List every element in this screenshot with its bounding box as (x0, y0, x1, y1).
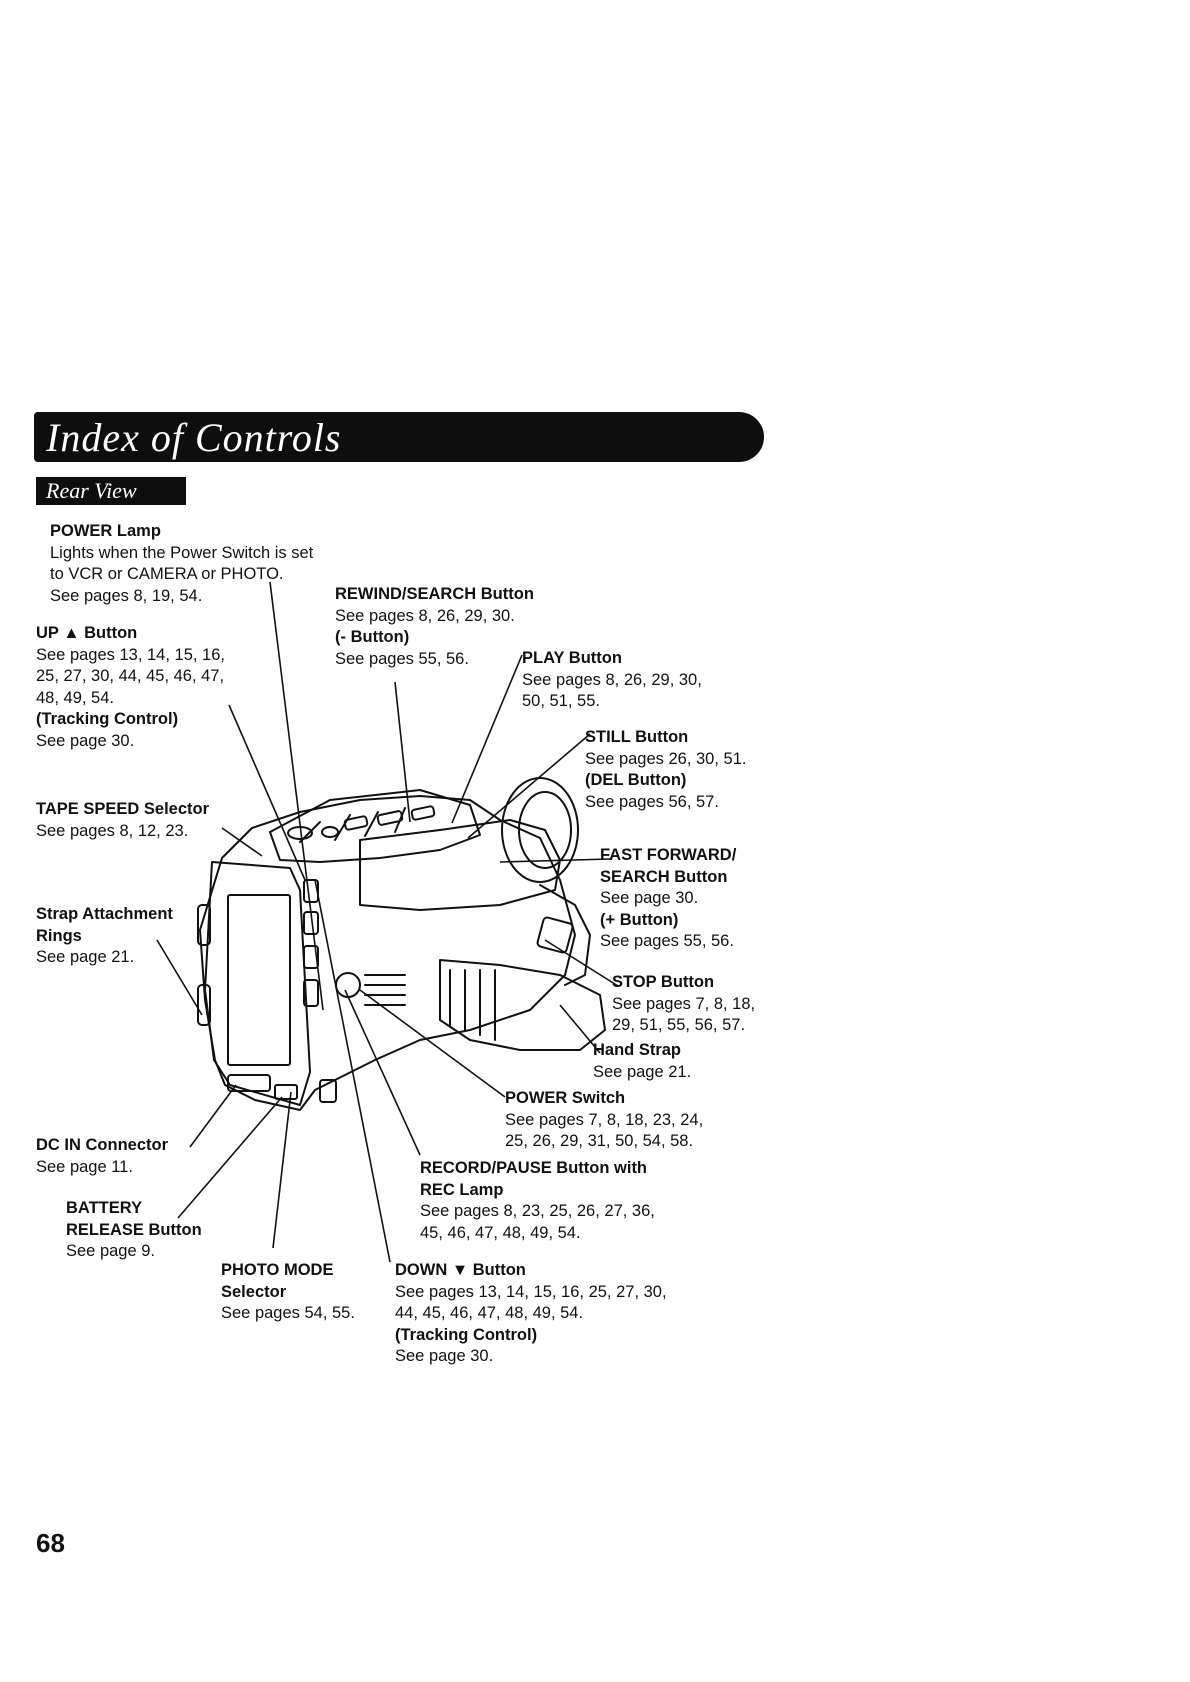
leader-lines (156, 581, 619, 1263)
play-key (376, 810, 404, 826)
callout-dc-in: DC IN Connector See page 11. (36, 1136, 168, 1176)
strap-ring-upper (197, 904, 211, 946)
top-deck (269, 789, 481, 863)
callout-power-switch: POWER Switch See pages 7, 8, 18, 23, 24,… (505, 1089, 704, 1150)
page-title: Index of Controls (46, 415, 342, 460)
camcorder-body (199, 795, 576, 1111)
callout-strap-rings: Strap Attachment Rings See page 21. (36, 905, 173, 966)
hand-strap (439, 959, 606, 1051)
strap-ring-lower (197, 984, 211, 1026)
callout-photo-mode: PHOTO MODE Selector See pages 54, 55. (221, 1261, 355, 1322)
callout-stop: STOP Button See pages 7, 8, 18, 29, 51, … (612, 973, 756, 1034)
section-banner: Index of Controls (34, 412, 764, 462)
viewfinder (359, 819, 561, 911)
power-switch-knob (335, 972, 361, 998)
battery-latch (227, 1074, 271, 1092)
still-key (410, 805, 436, 821)
subsection-label: Rear View (36, 477, 186, 505)
callout-battery: BATTERY RELEASE Button See page 9. (66, 1199, 202, 1260)
callout-record-pause: RECORD/PAUSE Button with REC Lamp See pa… (420, 1159, 655, 1242)
callout-play: PLAY Button See pages 8, 26, 29, 30, 50,… (522, 649, 702, 710)
callout-up-button: UP ▲ Button See pages 13, 14, 15, 16, 25… (36, 624, 225, 750)
callout-power-lamp: POWER Lamp Lights when the Power Switch … (50, 522, 314, 605)
subsection-title: Rear View (46, 478, 137, 503)
callout-still: STILL Button See pages 26, 30, 51. (DEL … (585, 728, 747, 811)
callout-fast-forward: FAST FORWARD/ SEARCH Button See page 30.… (600, 846, 737, 950)
callout-tape-speed: TAPE SPEED Selector See pages 8, 12, 23. (36, 800, 210, 840)
eyecup (501, 777, 579, 883)
callout-hand-strap: Hand Strap See page 21. (593, 1041, 692, 1081)
callout-down-button: DOWN ▼ Button See pages 13, 14, 15, 16, … (395, 1261, 667, 1365)
page-number: 68 (36, 1528, 65, 1558)
callout-rewind-search: REWIND/SEARCH Button See pages 8, 26, 29… (335, 585, 534, 668)
dc-in-jack (274, 1084, 298, 1100)
rewind-key (343, 815, 369, 831)
lcd-panel (204, 861, 311, 1106)
lcd-screen (227, 894, 291, 1066)
record-key (321, 826, 339, 838)
